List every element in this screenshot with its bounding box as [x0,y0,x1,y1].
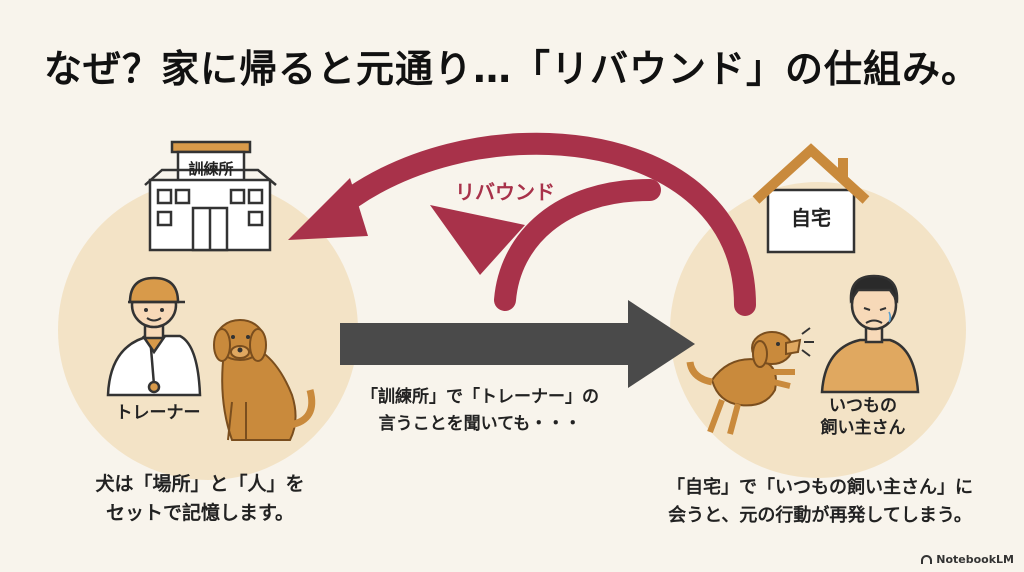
trainer-label: トレーナー [115,403,201,423]
rebound-inner-arrow [494,179,661,311]
notebook-icon [921,555,933,564]
training-building-icon [144,140,277,252]
house-icon [752,143,870,254]
middle-caption-line2: 言うことを聞いても・・・ [378,414,582,435]
jumping-dog-icon [686,327,814,435]
owner-label-line2: 飼い主さん [820,418,906,439]
owner-label-line1: いつもの [829,396,897,416]
owner-icon [820,274,920,394]
middle-caption-line1: 「訓練所」で「トレーナー」の [361,387,599,407]
rebound-label: リバウンド [455,180,555,204]
rebound-outer-arrow [319,132,756,316]
rebound-inner-arrowhead [430,205,525,275]
building-sign: 訓練所 [188,160,234,178]
forward-arrow [340,300,695,388]
right-caption-line2: 会うと、元の行動が再発してしまう。 [668,504,972,526]
rebound-outer-arrowhead [288,178,368,240]
brand-watermark: NotebookLM [921,553,1014,566]
owner-label: いつもの 飼い主さん [808,395,918,439]
left-caption-line1: 犬は「場所」と「人」を [95,473,305,495]
left-caption-line2: セットで記憶します。 [105,502,295,525]
brand-name: NotebookLM [936,553,1014,566]
middle-caption: 「訓練所」で「トレーナー」の 言うことを聞いても・・・ [330,384,630,438]
sitting-dog-icon [213,319,316,441]
house-sign: 自宅 [791,206,831,230]
page-title: なぜ？家に帰ると元通り…「リバウンド」の仕組み。 [43,47,980,91]
right-caption: 「自宅」で「いつもの飼い主さん」に 会うと、元の行動が再発してしまう。 [640,474,1000,530]
trainer-icon [106,276,202,397]
right-caption-line1: 「自宅」で「いつもの飼い主さん」に [667,477,973,498]
left-caption: 犬は「場所」と「人」を セットで記憶します。 [40,470,360,529]
